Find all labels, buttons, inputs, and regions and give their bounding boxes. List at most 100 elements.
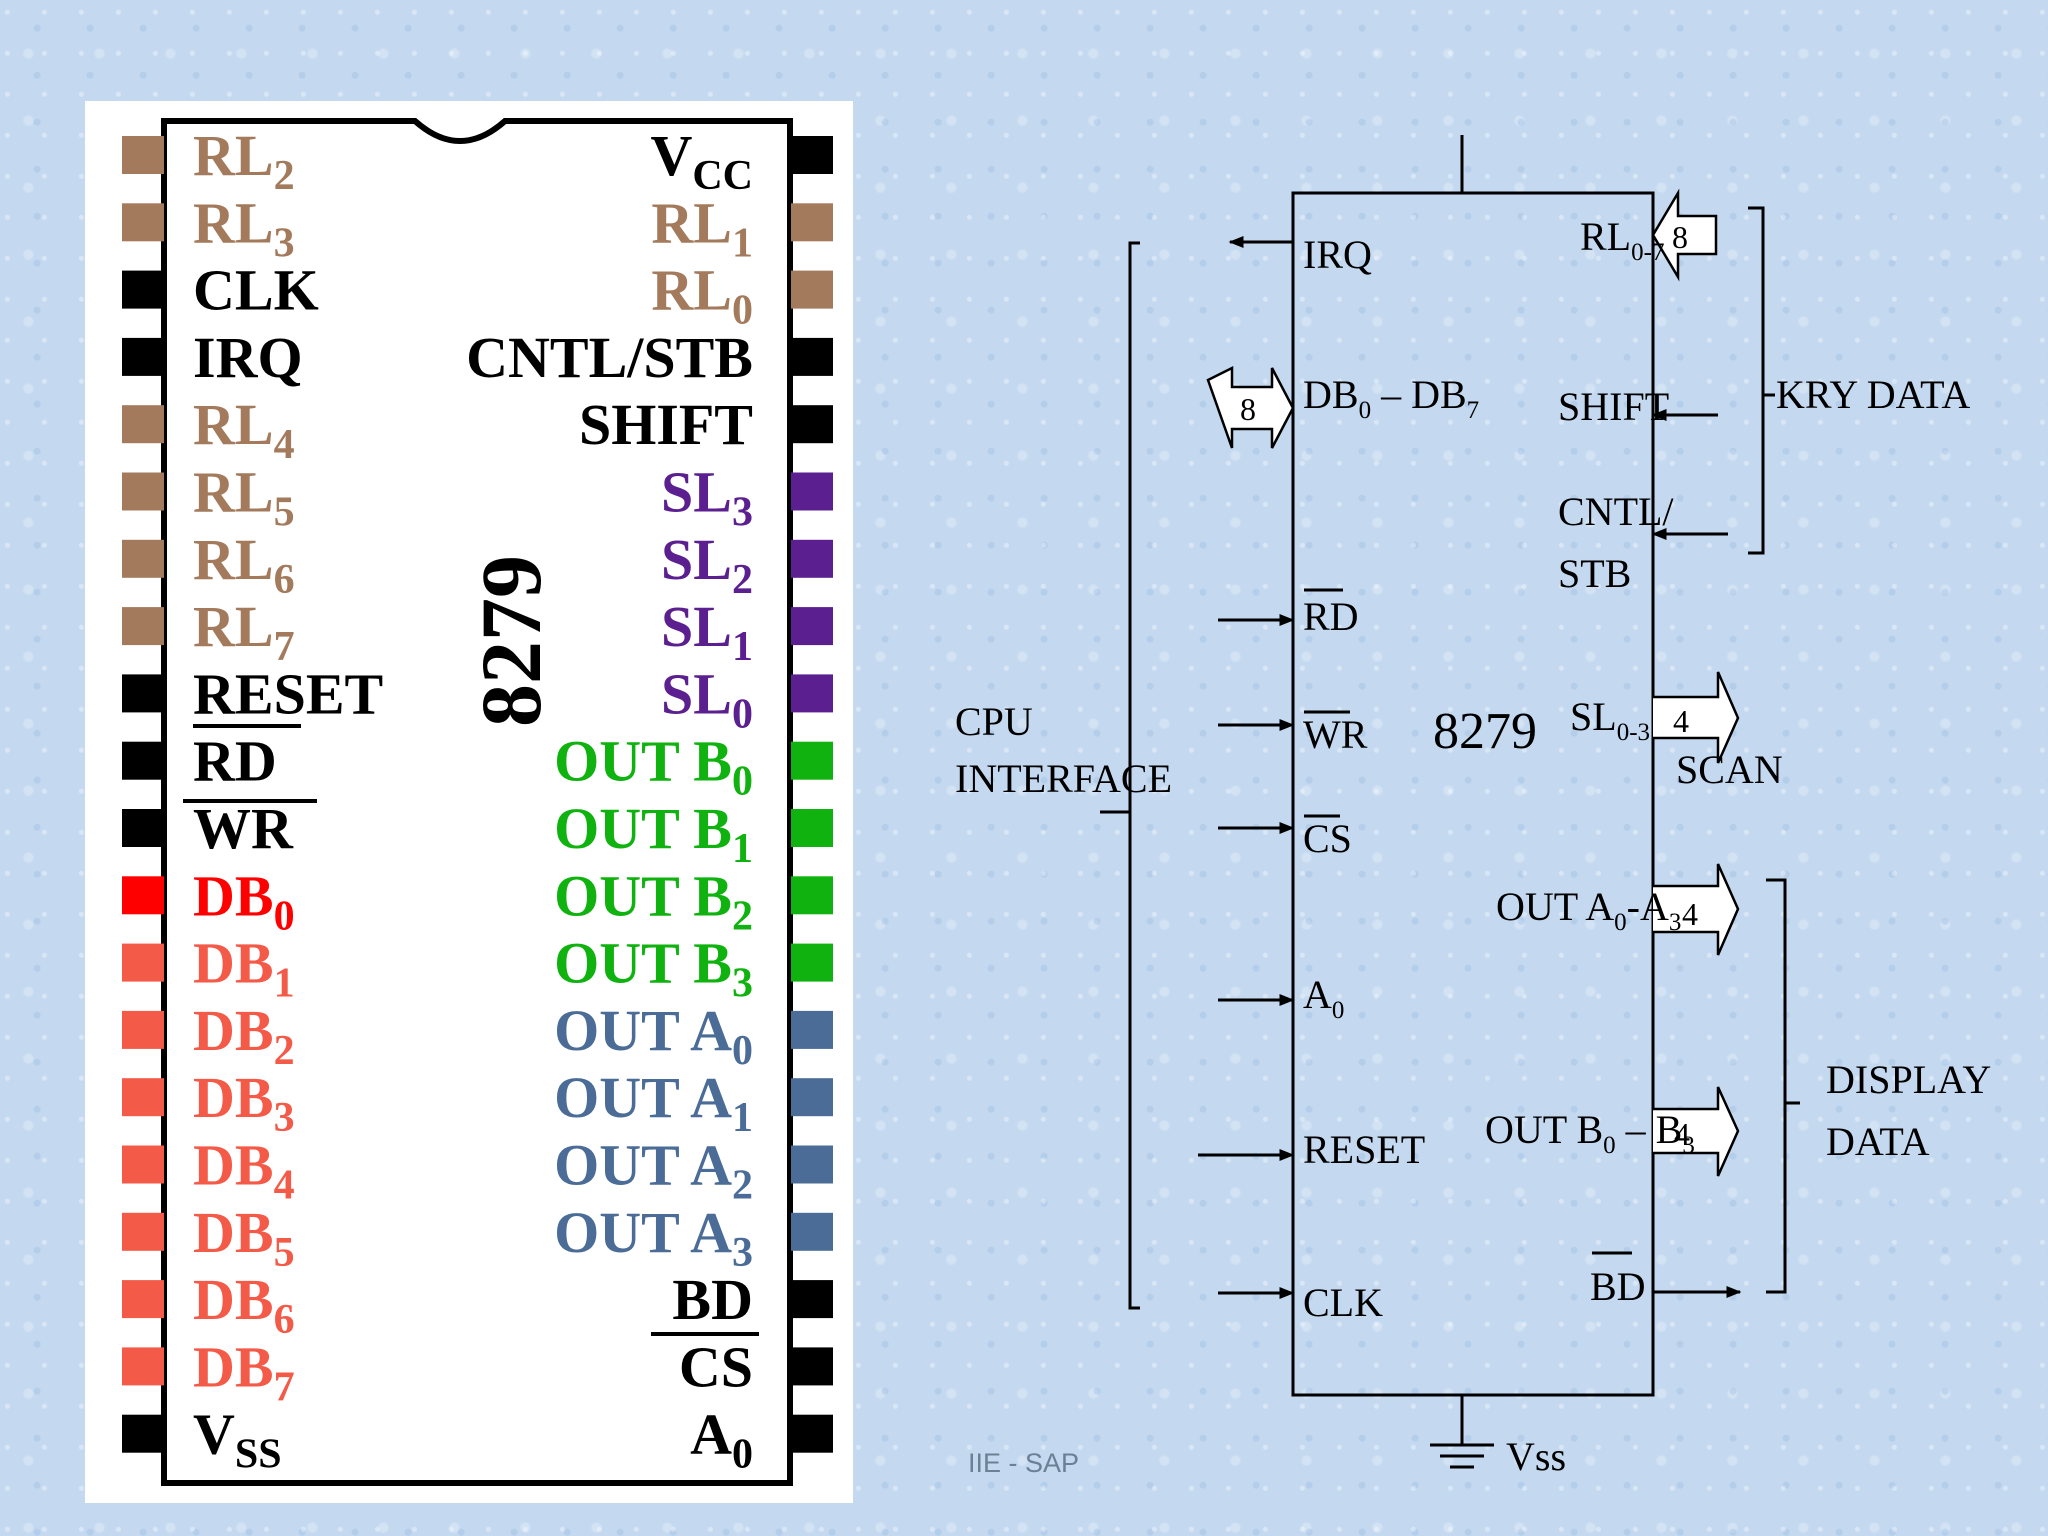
- left-pin-label-4: IRQ: [193, 325, 303, 390]
- out-b-label: OUT B0 – B3: [1485, 1107, 1695, 1159]
- left-pin-label-19: DB7: [193, 1334, 295, 1410]
- left-pin-13: [122, 943, 164, 982]
- data-bus-arrow: [1206, 365, 1295, 449]
- chip-body: [161, 118, 793, 1486]
- left-pin-label-16: DB4: [193, 1133, 295, 1209]
- chip-part-number: 8279: [463, 555, 559, 727]
- right-pin-label-3: RL0: [651, 258, 753, 334]
- rl-width-label: 8: [1672, 219, 1688, 255]
- scan-lines-arrow: [1653, 671, 1740, 764]
- right-pin-20: [791, 1414, 833, 1453]
- right-pin-label-13: OUT B3: [554, 931, 753, 1007]
- left-pin-label-3: CLK: [193, 258, 319, 323]
- cpu-interface-bracket: [1128, 241, 1140, 1310]
- cs-label: CS: [1303, 816, 1352, 861]
- left-pin-14: [122, 1010, 164, 1049]
- block-chip-label: 8279: [1433, 703, 1537, 760]
- sl-width-label: 4: [1673, 703, 1689, 739]
- left-pin-label-14: DB2: [193, 998, 295, 1074]
- ground-icon: [1430, 1443, 1494, 1469]
- cpu-interface-line1: CPU: [955, 699, 1033, 744]
- left-pin-6: [122, 472, 164, 511]
- left-pin-label-15: DB3: [193, 1065, 295, 1141]
- right-pin-14: [791, 1010, 833, 1049]
- left-pin-label-12: DB0: [193, 863, 295, 939]
- sl-label: SL0-3: [1570, 694, 1650, 746]
- right-pin-label-1: VCC: [650, 123, 753, 199]
- left-pin-18: [122, 1280, 164, 1319]
- right-pin-8: [791, 607, 833, 646]
- right-pin-18: [791, 1280, 833, 1319]
- right-pin-2: [791, 203, 833, 242]
- right-pin-label-14: OUT A0: [554, 998, 753, 1074]
- outb-width-label: 4: [1674, 1116, 1690, 1152]
- right-pin-11: [791, 809, 833, 847]
- right-pin-3: [791, 270, 833, 309]
- left-pin-16: [122, 1145, 164, 1184]
- chip-block: [1291, 191, 1655, 1397]
- left-pin-label-8: RL7: [193, 594, 295, 670]
- a0-label: A0: [1303, 972, 1344, 1024]
- cntl-label-line2: STB: [1558, 551, 1631, 596]
- right-pin-6: [791, 472, 833, 511]
- right-pin-label-2: RL1: [651, 190, 753, 266]
- right-pin-15: [791, 1078, 833, 1117]
- left-pins: RL2RL3CLKIRQRL4RL5RL6RL7RESETRDWRDB0DB1D…: [122, 123, 383, 1478]
- out-a-arrow: [1653, 863, 1740, 956]
- left-pin-11: [122, 809, 164, 847]
- right-pin-label-12: OUT B2: [554, 863, 753, 939]
- left-pin-label-9: RESET: [193, 661, 383, 726]
- key-data-bracket: [1748, 206, 1765, 555]
- bd-label: BD: [1590, 1264, 1646, 1309]
- right-pin-17: [791, 1212, 833, 1251]
- left-pin-19: [122, 1347, 164, 1386]
- left-pin-8: [122, 607, 164, 646]
- left-pin-label-5: RL4: [193, 392, 295, 468]
- return-lines-arrow: [1651, 188, 1718, 282]
- display-data-line1: DISPLAY: [1826, 1057, 1991, 1102]
- right-pin-1: [791, 136, 833, 174]
- right-pin-19: [791, 1347, 833, 1386]
- right-pin-label-15: OUT A1: [554, 1065, 753, 1141]
- right-pin-16: [791, 1145, 833, 1184]
- right-pin-label-8: SL1: [661, 594, 753, 670]
- left-pin-label-18: DB6: [193, 1267, 295, 1343]
- right-pin-12: [791, 876, 833, 915]
- scan-label: SCAN: [1676, 747, 1783, 792]
- left-pin-15: [122, 1078, 164, 1117]
- left-pin-17: [122, 1212, 164, 1251]
- left-pin-20: [122, 1414, 164, 1453]
- left-pin-label-7: RL6: [193, 527, 295, 603]
- left-pin-7: [122, 539, 164, 578]
- right-pin-label-16: OUT A2: [554, 1133, 753, 1209]
- wr-label: WR: [1303, 712, 1368, 757]
- display-data-bracket: [1766, 878, 1787, 1294]
- right-pin-label-4: CNTL/STB: [466, 325, 753, 390]
- left-pin-5: [122, 405, 164, 444]
- key-data-label: KRY DATA: [1776, 372, 1970, 417]
- irq-label: IRQ: [1303, 232, 1372, 277]
- right-pin-label-5: SHIFT: [579, 392, 753, 457]
- footer-text: IIE - SAP: [968, 1448, 1080, 1478]
- out-a-label: OUT A0-A3: [1496, 884, 1681, 936]
- right-pin-label-18: BD: [672, 1267, 753, 1332]
- cntl-label-line1: CNTL/: [1558, 489, 1674, 534]
- db-label: DB0 – DB7: [1303, 372, 1479, 424]
- cpu-interface-line2: INTERFACE: [955, 756, 1172, 801]
- rd-label: RD: [1303, 594, 1359, 639]
- right-pin-10: [791, 741, 833, 780]
- left-pin-label-6: RL5: [193, 460, 295, 536]
- right-pin-5: [791, 405, 833, 444]
- right-pin-7: [791, 539, 833, 578]
- left-pin-label-17: DB5: [193, 1200, 295, 1276]
- right-pin-label-11: OUT B1: [554, 796, 753, 872]
- left-pin-10: [122, 741, 164, 780]
- right-pin-label-10: OUT B0: [554, 729, 753, 805]
- left-pin-label-2: RL3: [193, 190, 295, 266]
- right-pin-label-9: SL0: [661, 661, 753, 737]
- left-pin-label-11: WR: [193, 796, 294, 861]
- reset-label: RESET: [1303, 1127, 1425, 1172]
